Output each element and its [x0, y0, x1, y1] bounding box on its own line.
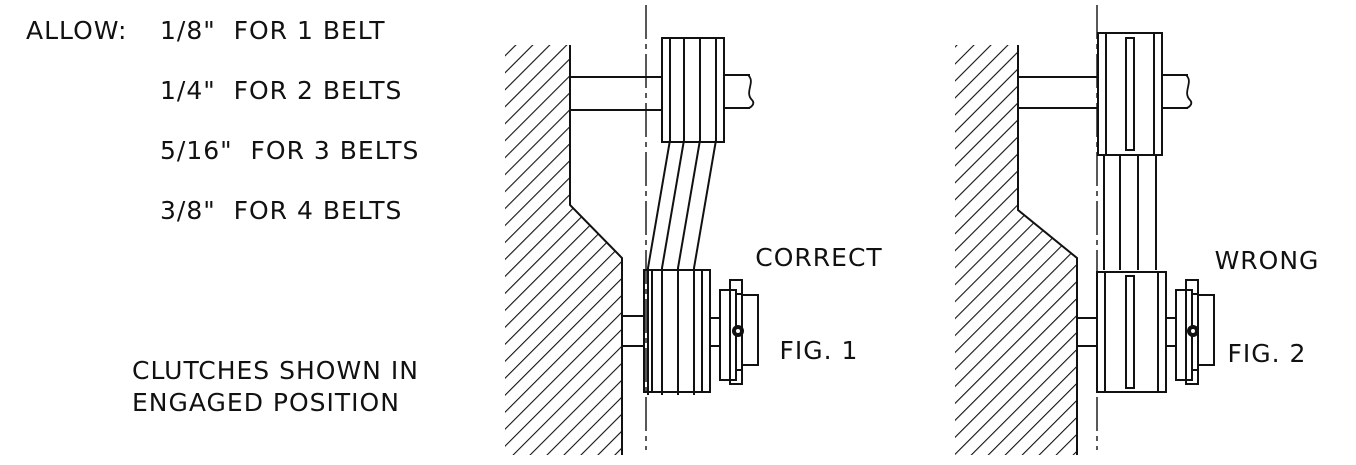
- figure-1-caption: FIG. 1: [779, 336, 859, 365]
- clutch-2: [1175, 279, 1215, 385]
- clutch-note-line-1: CLUTCHES SHOWN IN: [132, 356, 419, 385]
- clutch-note-line-2: ENGAGED POSITION: [132, 388, 400, 417]
- allow-label: ALLOW:: [26, 16, 128, 45]
- figure-2-status: WRONG: [1214, 246, 1320, 275]
- upper-shaft-2: [1018, 74, 1193, 109]
- upper-shaft-1: [570, 74, 755, 111]
- lower-pulley-1: [643, 269, 711, 393]
- lower-shaft-2: [1077, 317, 1176, 347]
- allowance-item-2-belts: 1/4" FOR 2 BELTS: [160, 76, 403, 105]
- allowance-item-1-belt: 1/8" FOR 1 BELT: [160, 16, 386, 45]
- allowance-item-3-belts: 5/16" FOR 3 BELTS: [160, 136, 420, 165]
- upper-pulley-1: [661, 37, 725, 143]
- lower-shaft-1: [622, 315, 720, 347]
- figure-1-drawing: [505, 5, 759, 455]
- clutch-1: [719, 279, 759, 385]
- allowance-item-4-belts: 3/8" FOR 4 BELTS: [160, 196, 403, 225]
- figure-1-status: CORRECT: [755, 243, 883, 272]
- figure-1-label: CORRECT FIG. 1: [752, 180, 886, 397]
- figure-2-label: WRONG FIG. 2: [1208, 183, 1326, 400]
- lower-pulley-2: [1096, 271, 1167, 393]
- figure-2-caption: FIG. 2: [1227, 339, 1307, 368]
- belt-set-2: [1103, 155, 1157, 270]
- belt-set-1: [647, 38, 717, 395]
- frame-wall-1: [505, 45, 623, 455]
- frame-wall-2: [955, 45, 1078, 455]
- upper-pulley-2: [1097, 32, 1163, 156]
- figure-2-drawing: [955, 5, 1215, 455]
